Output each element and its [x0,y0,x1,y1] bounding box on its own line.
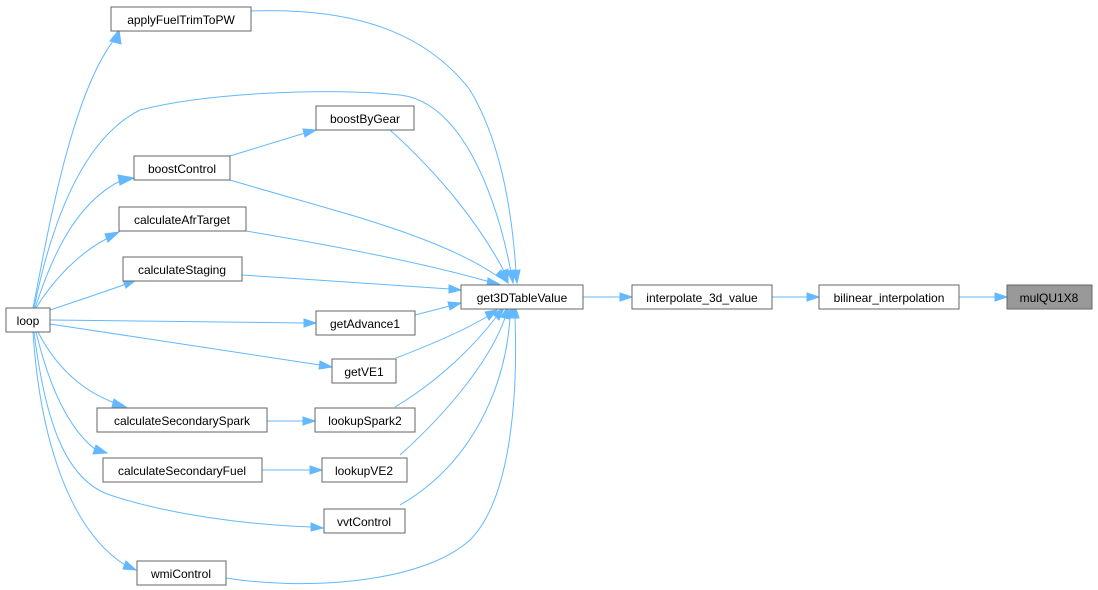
svg-text:calculateAfrTarget: calculateAfrTarget [134,213,231,227]
svg-text:bilinear_interpolation: bilinear_interpolation [834,291,945,305]
node-loop[interactable]: loop [5,307,51,333]
edge-lookupVE2-get3D [399,304,510,456]
node-calculateStaging[interactable]: calculateStaging [122,256,243,282]
svg-text:getAdvance1: getAdvance1 [330,317,400,331]
node-getVE1[interactable]: getVE1 [331,358,397,384]
svg-text:vvtControl: vvtControl [337,515,391,529]
node-interpolate_3d_value[interactable]: interpolate_3d_value [631,284,773,310]
edge-calculateStaging-get3D [241,274,463,294]
node-vvtControl[interactable]: vvtControl [323,508,406,534]
svg-text:calculateStaging: calculateStaging [138,263,226,277]
edge-getAdvance1-get3D [414,301,463,316]
svg-text:boostByGear: boostByGear [330,112,400,126]
svg-text:getVE1: getVE1 [344,365,384,379]
node-calculateSecondarySpark[interactable]: calculateSecondarySpark [96,407,268,433]
svg-text:calculateSecondarySpark: calculateSecondarySpark [114,414,251,428]
edge-loop-get3D [33,91,516,309]
node-boostControl[interactable]: boostControl [133,155,231,181]
svg-text:calculateSecondaryFuel: calculateSecondaryFuel [118,464,246,478]
node-applyFuelTrimToPW[interactable]: applyFuelTrimToPW [110,6,252,32]
svg-text:boostControl: boostControl [148,162,216,176]
edge-bilinear-mulQU1X8 [959,292,1009,302]
svg-text:applyFuelTrimToPW: applyFuelTrimToPW [127,13,235,27]
edge-get3D-interpolate [583,292,634,302]
svg-text:get3DTableValue: get3DTableValue [477,291,568,305]
edge-lookupSpark2-get3D [394,306,506,408]
edge-calcSecFuel-lookupVE2 [262,465,324,475]
edge-boostControl-boostByGear [229,128,318,157]
edge-loop-applyFuelTrimToPW [32,28,122,309]
edge-loop-calculateSecondaryFuel [35,331,109,455]
edge-loop-vvtControl [33,331,325,532]
svg-text:mulQU1X8: mulQU1X8 [1020,291,1079,305]
node-bilinear_interpolation[interactable]: bilinear_interpolation [818,284,960,310]
edge-loop-calculateSecondarySpark [37,331,128,408]
node-calculateSecondaryFuel[interactable]: calculateSecondaryFuel [102,457,263,483]
svg-text:interpolate_3d_value: interpolate_3d_value [646,291,758,305]
node-wmiControl[interactable]: wmiControl [136,560,227,586]
node-getAdvance1[interactable]: getAdvance1 [315,310,416,336]
edge-applyFuelTrimToPW-get3D [250,10,521,285]
edge-loop-getAdvance1 [49,318,318,328]
node-get3DTableValue[interactable]: get3DTableValue [460,284,584,310]
edge-calcSecSpark-lookupSpark2 [267,416,317,426]
node-lookupVE2[interactable]: lookupVE2 [321,457,408,483]
node-calculateAfrTarget[interactable]: calculateAfrTarget [118,206,247,232]
svg-text:lookupVE2: lookupVE2 [335,464,393,478]
svg-text:wmiControl: wmiControl [150,567,211,581]
edge-loop-getVE1 [49,323,334,370]
edge-loop-boostControl [34,174,136,309]
edge-wmiControl-get3D [225,304,520,585]
node-mulQU1X8[interactable]: mulQU1X8 [1006,284,1093,310]
node-boostByGear[interactable]: boostByGear [315,105,415,131]
edge-loop-calculateAfrTarget [35,231,121,309]
svg-text:loop: loop [17,314,40,328]
edge-loop-wmiControl [32,331,138,571]
svg-text:lookupSpark2: lookupSpark2 [328,414,402,428]
edge-interpolate-bilinear [772,292,821,302]
edge-boostControl-get3D [229,179,509,284]
edge-getVE1-get3D [395,309,499,359]
edge-loop-calculateStaging [49,279,138,311]
node-lookupSpark2[interactable]: lookupSpark2 [314,407,416,433]
edge-boostByGear-get3D [389,129,509,285]
